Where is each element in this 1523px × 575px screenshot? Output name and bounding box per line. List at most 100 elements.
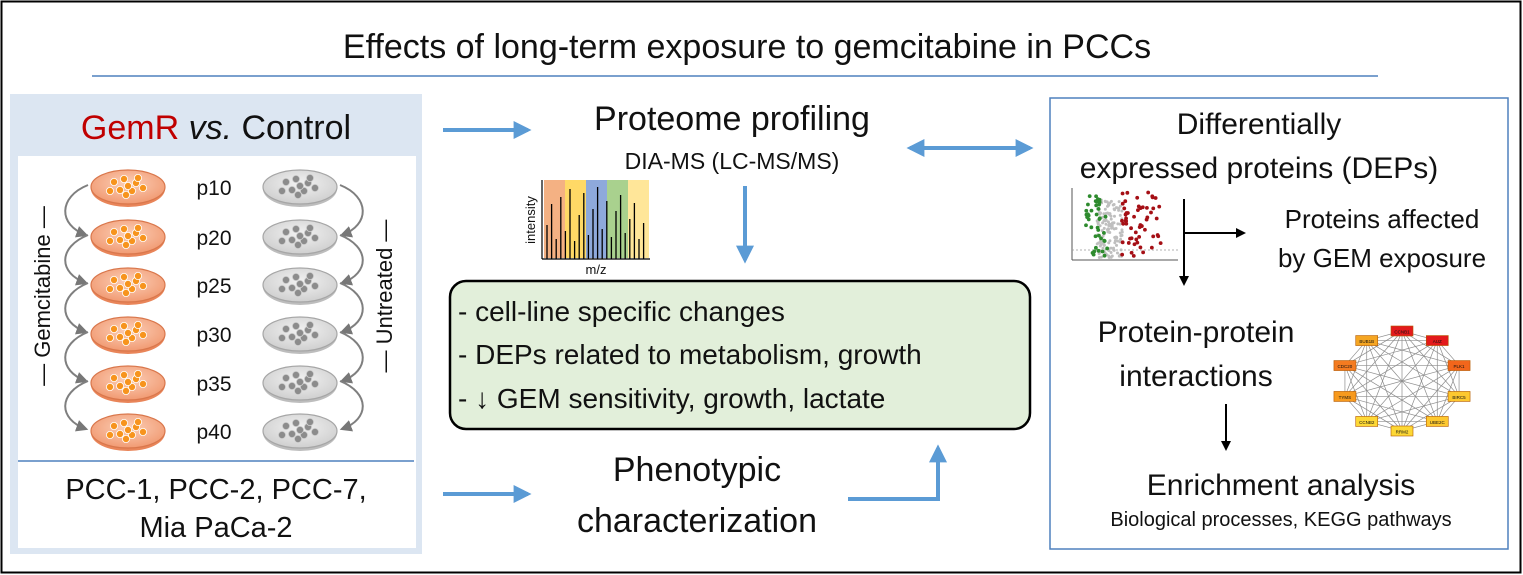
volcano-point — [1097, 255, 1101, 259]
volcano-point-up — [1145, 215, 1150, 220]
ppi-node — [1355, 416, 1379, 427]
cell-colony — [106, 284, 115, 293]
ppi-edge — [1366, 396, 1460, 422]
volcano-point — [1112, 214, 1116, 218]
volcano-point-down — [1094, 212, 1099, 217]
cell-colony — [116, 235, 125, 244]
volcano-point-down — [1094, 203, 1099, 208]
ppi-node — [1333, 360, 1357, 371]
control-dish — [262, 219, 338, 257]
cell-colony — [295, 231, 304, 240]
finding-item: - ↓ GEM sensitivity, growth, lactate — [458, 383, 885, 414]
cell-colony — [138, 281, 147, 290]
volcano-point-up — [1129, 250, 1134, 255]
volcano-points — [1084, 190, 1163, 259]
volcano-point-down — [1094, 194, 1098, 199]
cell-colony — [310, 427, 319, 436]
volcano-point — [1098, 224, 1102, 228]
cell-colony — [124, 231, 133, 240]
volcano-point-up — [1123, 218, 1128, 223]
cell-colony — [122, 240, 131, 249]
cell-colony — [138, 379, 147, 388]
ppi-edge — [1401, 365, 1460, 432]
cell-colony — [287, 429, 296, 438]
spectrum-thumbnail: intensity m/z — [523, 180, 650, 277]
cell-colony — [277, 284, 286, 293]
cell-colony — [293, 190, 302, 199]
volcano-plot-thumbnail — [1071, 188, 1178, 261]
volcano-point-up — [1140, 205, 1145, 210]
cell-colony — [110, 275, 119, 284]
volcano-point-up — [1136, 208, 1140, 213]
cell-colony — [291, 224, 300, 233]
ppi-node — [1355, 335, 1379, 346]
treated-dish — [90, 219, 166, 257]
volcano-point — [1118, 213, 1122, 217]
volcano-point — [1120, 233, 1124, 237]
dep-title-line1: Differentially — [1177, 108, 1342, 141]
cell-colony — [138, 427, 147, 436]
volcano-point — [1097, 210, 1101, 214]
volcano-point-down — [1093, 245, 1098, 250]
cell-colony — [287, 185, 296, 194]
passage-arrow — [339, 184, 364, 238]
control-dish — [262, 267, 338, 305]
cell-colony — [310, 183, 319, 192]
cell-colony — [310, 379, 319, 388]
volcano-point-down — [1097, 233, 1101, 238]
volcano-point — [1109, 246, 1113, 250]
volcano-point-down — [1090, 251, 1095, 255]
cell-colony — [287, 235, 296, 244]
gemcitabine-label: Gemcitabine — [30, 234, 55, 358]
cell-colony — [310, 233, 319, 242]
volcano-point-up — [1137, 225, 1142, 230]
volcano-point-down — [1096, 207, 1101, 211]
cell-colony — [133, 173, 142, 182]
cell-colony — [106, 186, 115, 195]
volcano-point — [1115, 251, 1119, 255]
cell-colony — [305, 173, 314, 182]
volcano-point-up — [1133, 230, 1138, 235]
volcano-point — [1118, 231, 1122, 235]
volcano-point-up — [1135, 195, 1140, 200]
cell-colony — [291, 272, 300, 281]
volcano-point — [1104, 211, 1108, 215]
volcano-point-up — [1145, 205, 1149, 210]
cell-colony — [291, 418, 300, 427]
volcano-point-down — [1102, 239, 1107, 243]
volcano-point-down — [1086, 213, 1091, 218]
volcano-point — [1098, 244, 1102, 248]
ppi-node — [1447, 360, 1471, 371]
cell-colony — [305, 320, 314, 329]
ppi-node — [1425, 335, 1449, 346]
cell-colony — [310, 330, 319, 339]
cell-colony — [124, 328, 133, 337]
treated-dish — [90, 316, 166, 354]
cell-colony — [120, 224, 129, 233]
volcano-point-up — [1125, 190, 1130, 195]
volcano-point-down — [1089, 225, 1094, 230]
cell-colony — [305, 417, 314, 426]
volcano-point-up — [1134, 237, 1139, 242]
volcano-point-down — [1089, 208, 1094, 213]
volcano-point — [1111, 203, 1115, 207]
volcano-point-up — [1122, 206, 1127, 211]
ppi-node-label: UBE2C — [1430, 420, 1446, 425]
ppi-node — [1390, 425, 1414, 437]
cell-colony — [291, 370, 300, 379]
cell-colony — [106, 382, 115, 391]
volcano-point-down — [1093, 234, 1098, 239]
passage-arrow — [64, 282, 89, 335]
cell-colony — [133, 320, 142, 329]
cell-colony — [133, 369, 142, 378]
comparison-panel: GemR vs. Control PCC-1, PCC-2, PCC-7, Mi… — [10, 94, 422, 554]
ppi-node-label: BUB1B — [1359, 339, 1374, 344]
ppi-edge — [1344, 396, 1403, 432]
cell-colony — [291, 321, 300, 330]
volcano-point — [1114, 235, 1118, 239]
cell-lines-line2: Mia PaCa-2 — [139, 512, 292, 544]
volcano-point — [1114, 227, 1118, 231]
diagram-title: Effects of long-term exposure to gemcita… — [343, 28, 1151, 66]
passage-arrow — [64, 331, 89, 384]
control-dish — [262, 169, 338, 207]
